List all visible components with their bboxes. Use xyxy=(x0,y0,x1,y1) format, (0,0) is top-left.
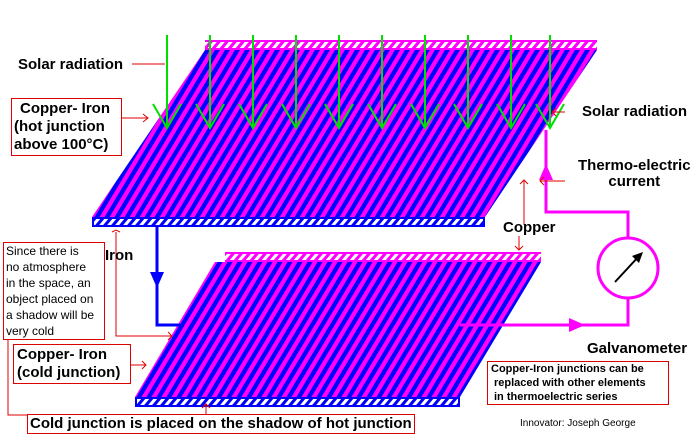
hot-junction-line: above 100°C) xyxy=(14,136,109,153)
space-note-line: a shadow will be xyxy=(6,308,95,322)
space-note-line: in the space, an xyxy=(6,276,91,290)
cold-junction-panel xyxy=(135,252,541,407)
galvanometer-label: Galvanometer xyxy=(587,340,688,357)
space-note-line: very cold xyxy=(6,324,55,338)
thermo-current-label: Thermo-electric current xyxy=(578,158,691,190)
replace-note-line: replaced with other elements xyxy=(494,377,646,389)
copper-wire xyxy=(460,130,630,332)
copper-label: Copper xyxy=(503,219,556,236)
replace-note-line: in thermoelectric series xyxy=(494,391,618,403)
hot-junction-panel xyxy=(92,40,597,227)
space-note-line: Since there is xyxy=(6,244,79,258)
replace-note-box: Copper-Iron junctions can be replaced wi… xyxy=(487,361,669,405)
solar-radiation-label-left: Solar radiation xyxy=(18,56,124,73)
hot-junction-line: (hot junction xyxy=(14,118,105,135)
space-note-line: object placed on xyxy=(6,292,94,306)
innovator-credit: Innovator: Joseph George xyxy=(520,418,636,429)
radiation-arrows xyxy=(152,35,565,130)
cold-junction-line: Copper- Iron xyxy=(17,346,107,363)
cold-placement-box: Cold junction is placed on the shadow of… xyxy=(27,414,415,434)
cold-junction-box: Copper- Iron (cold junction) xyxy=(13,344,131,384)
hot-junction-box: Copper- Iron (hot junction above 100°C) xyxy=(11,98,122,156)
hot-junction-line: Copper- Iron xyxy=(20,100,110,117)
space-note-box: Since there is no atmosphere in the spac… xyxy=(3,242,105,340)
iron-label: Iron xyxy=(105,247,134,264)
cold-junction-line: (cold junction) xyxy=(17,364,121,381)
replace-note-line: Copper-Iron junctions can be xyxy=(491,363,644,375)
thermo-current-line: current xyxy=(608,173,661,190)
galvanometer-needle xyxy=(614,252,643,283)
solar-radiation-label-right: Solar radiation xyxy=(582,103,688,120)
space-note-line: no atmosphere xyxy=(6,260,87,274)
thermo-current-line: Thermo-electric xyxy=(578,157,691,174)
annotation-leaders xyxy=(7,63,565,416)
iron-wire xyxy=(150,227,180,327)
